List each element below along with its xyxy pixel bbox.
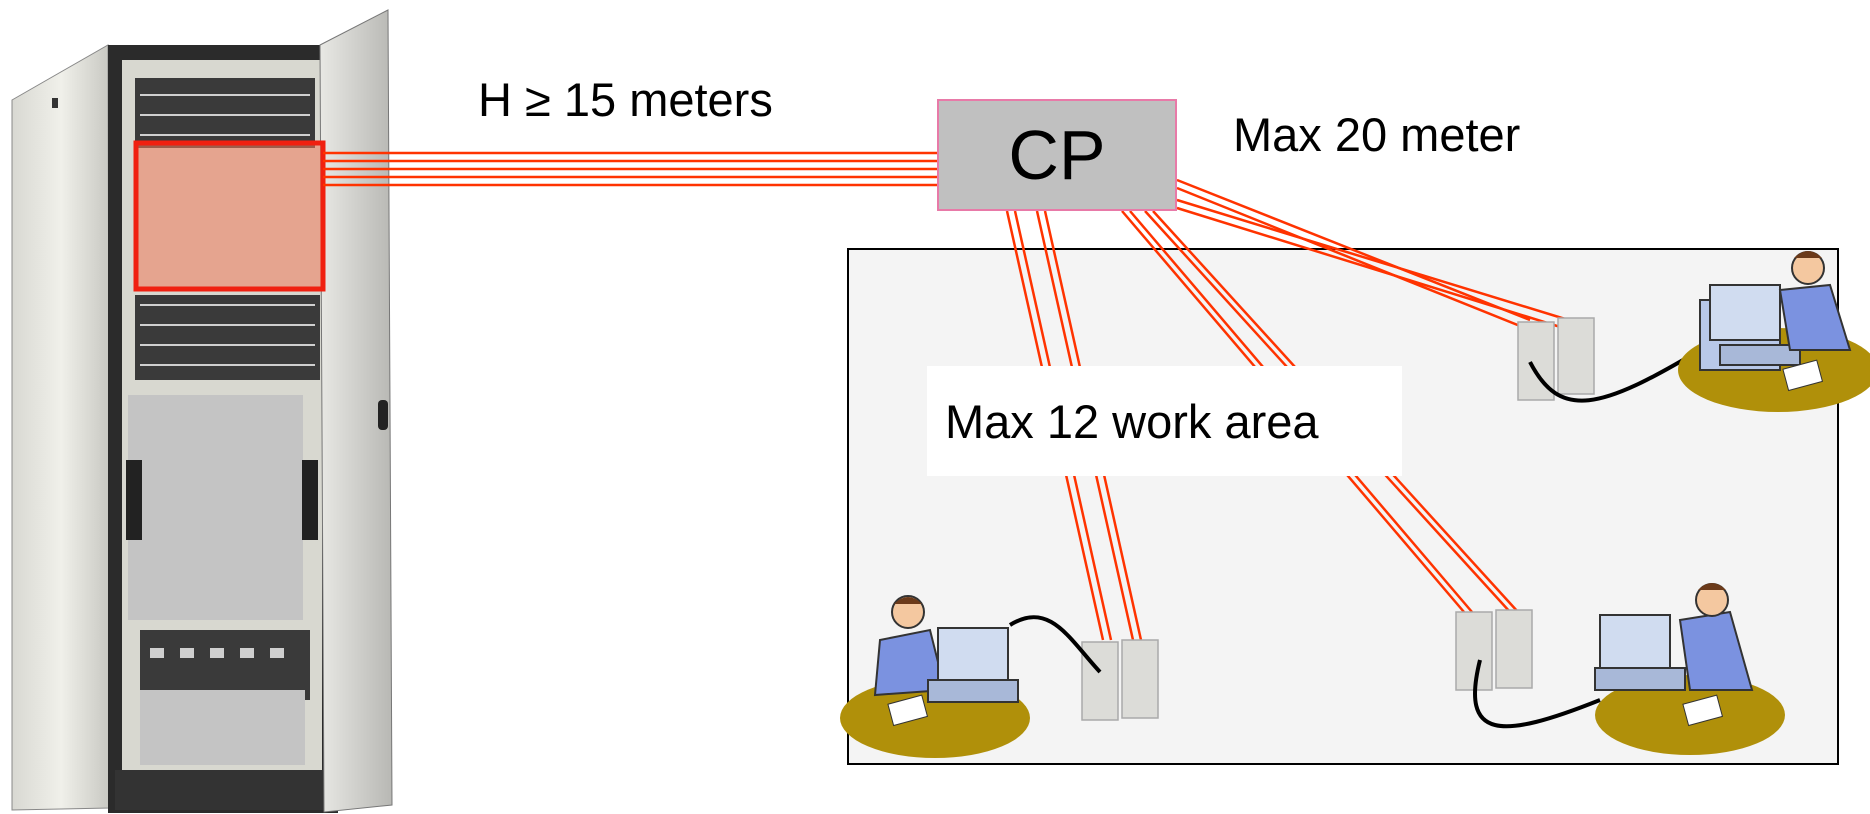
server-rack-cabinet: [11, 9, 393, 813]
workstation-person-lower-right: [1594, 583, 1785, 755]
workstation-person-lower-left: [840, 595, 1030, 758]
height-label: H ≥ 15 meters: [478, 73, 773, 126]
cp-to-outlet-cables: [1005, 178, 1576, 641]
wall-outlet-lower-left: [1081, 639, 1159, 721]
horizontal-cable-bundle: [323, 151, 937, 187]
work-area-limit-label: Max 12 work area: [945, 394, 1319, 448]
work-area-label-box: Max 12 work area: [927, 366, 1402, 476]
patch-cords: [1008, 348, 1702, 729]
highlighted-patch-area: [133, 140, 326, 292]
wall-outlet-lower-right: [1455, 609, 1533, 691]
consolidation-point-box: CP: [937, 99, 1177, 211]
workstation-person-upper-right: [1678, 251, 1870, 412]
max-cable-length-label: Max 20 meter: [1233, 108, 1521, 161]
cp-label: CP: [1008, 116, 1106, 194]
